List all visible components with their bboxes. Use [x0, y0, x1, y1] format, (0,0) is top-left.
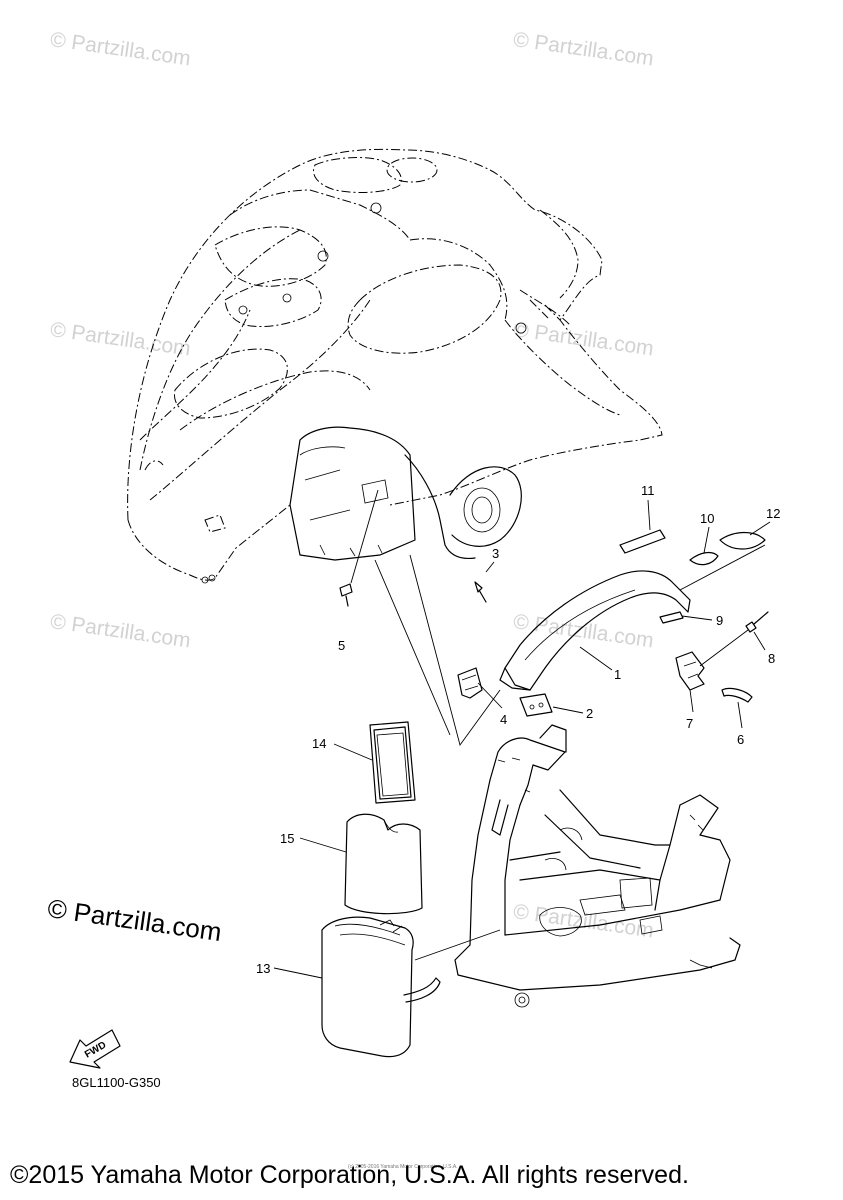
callout-2: 2	[586, 706, 593, 721]
callout-7: 7	[686, 716, 693, 731]
part-13-box	[273, 916, 501, 1058]
callout-4: 4	[500, 712, 507, 727]
callout-1: 1	[614, 667, 621, 682]
callout-14: 14	[312, 736, 326, 751]
part-4-clip	[457, 667, 503, 709]
hull-deck-outline	[127, 148, 663, 584]
part-9-pad	[659, 611, 713, 624]
callout-6: 6	[737, 732, 744, 747]
part-14-filter	[333, 721, 416, 804]
front-bulkhead	[289, 426, 522, 561]
part-8-screw	[699, 611, 769, 667]
tiny-credit: (c) 2005-2016 Yamaha Motor Corporation, …	[348, 1164, 458, 1170]
callout-12: 12	[766, 506, 780, 521]
part-3-rivet	[474, 561, 495, 603]
callout-5: 5	[338, 638, 345, 653]
part-15-cover	[299, 813, 423, 915]
part-12-sticker	[679, 521, 771, 591]
callout-10: 10	[700, 511, 714, 526]
fwd-label: FWD	[83, 1040, 108, 1061]
copyright-notice: ©2015 Yamaha Motor Corporation, U.S.A. A…	[10, 1161, 689, 1189]
callout-numbers: 1 2 3 4 5 6 7 8 9 10 11 12 13 14 15	[256, 483, 780, 976]
callout-8: 8	[768, 651, 775, 666]
engine-mount-frame	[454, 724, 741, 1008]
part-2-plate	[519, 693, 584, 717]
part-1-bracket	[499, 570, 691, 691]
callout-13: 13	[256, 961, 270, 976]
callout-9: 9	[716, 613, 723, 628]
callout-3: 3	[492, 546, 499, 561]
part-10-sticker	[689, 526, 719, 566]
part-7-clamp	[675, 651, 705, 713]
callout-15: 15	[280, 831, 294, 846]
drawing-code: 8GL1100-G350	[72, 1075, 161, 1090]
part-11-label	[619, 499, 666, 554]
part-6-band	[721, 687, 753, 729]
forward-direction-arrow: FWD	[69, 1029, 121, 1069]
callout-11: 11	[641, 483, 655, 498]
part-5-rivet	[339, 489, 379, 607]
